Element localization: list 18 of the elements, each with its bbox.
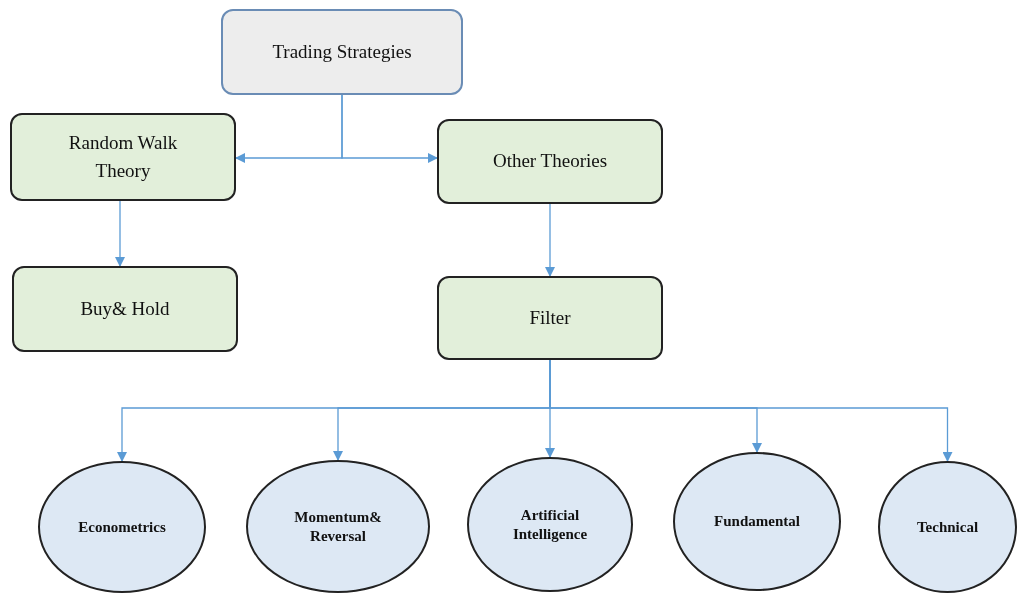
- node-label: Other Theories: [492, 149, 608, 174]
- node-label: Trading Strategies: [272, 39, 412, 64]
- process-box: [437, 276, 663, 360]
- arrow: [341, 94, 438, 163]
- node-label: Econometrics: [78, 517, 166, 537]
- arrow: [545, 203, 555, 277]
- node-label: Filter: [529, 305, 571, 330]
- root-box: [221, 9, 463, 95]
- process-box: [10, 113, 236, 201]
- process-box: [12, 266, 238, 352]
- arrow: [115, 200, 125, 267]
- node-label: Technical: [916, 517, 979, 537]
- node-label: Fundamental: [714, 512, 800, 531]
- node-label: Buy& Hold: [80, 296, 170, 321]
- node-label: Random Walk Theory: [67, 130, 179, 183]
- process-box: [437, 119, 663, 204]
- node-label: Artificial Intelligence: [511, 505, 589, 544]
- node-label: Momentum& Reversal: [293, 507, 383, 546]
